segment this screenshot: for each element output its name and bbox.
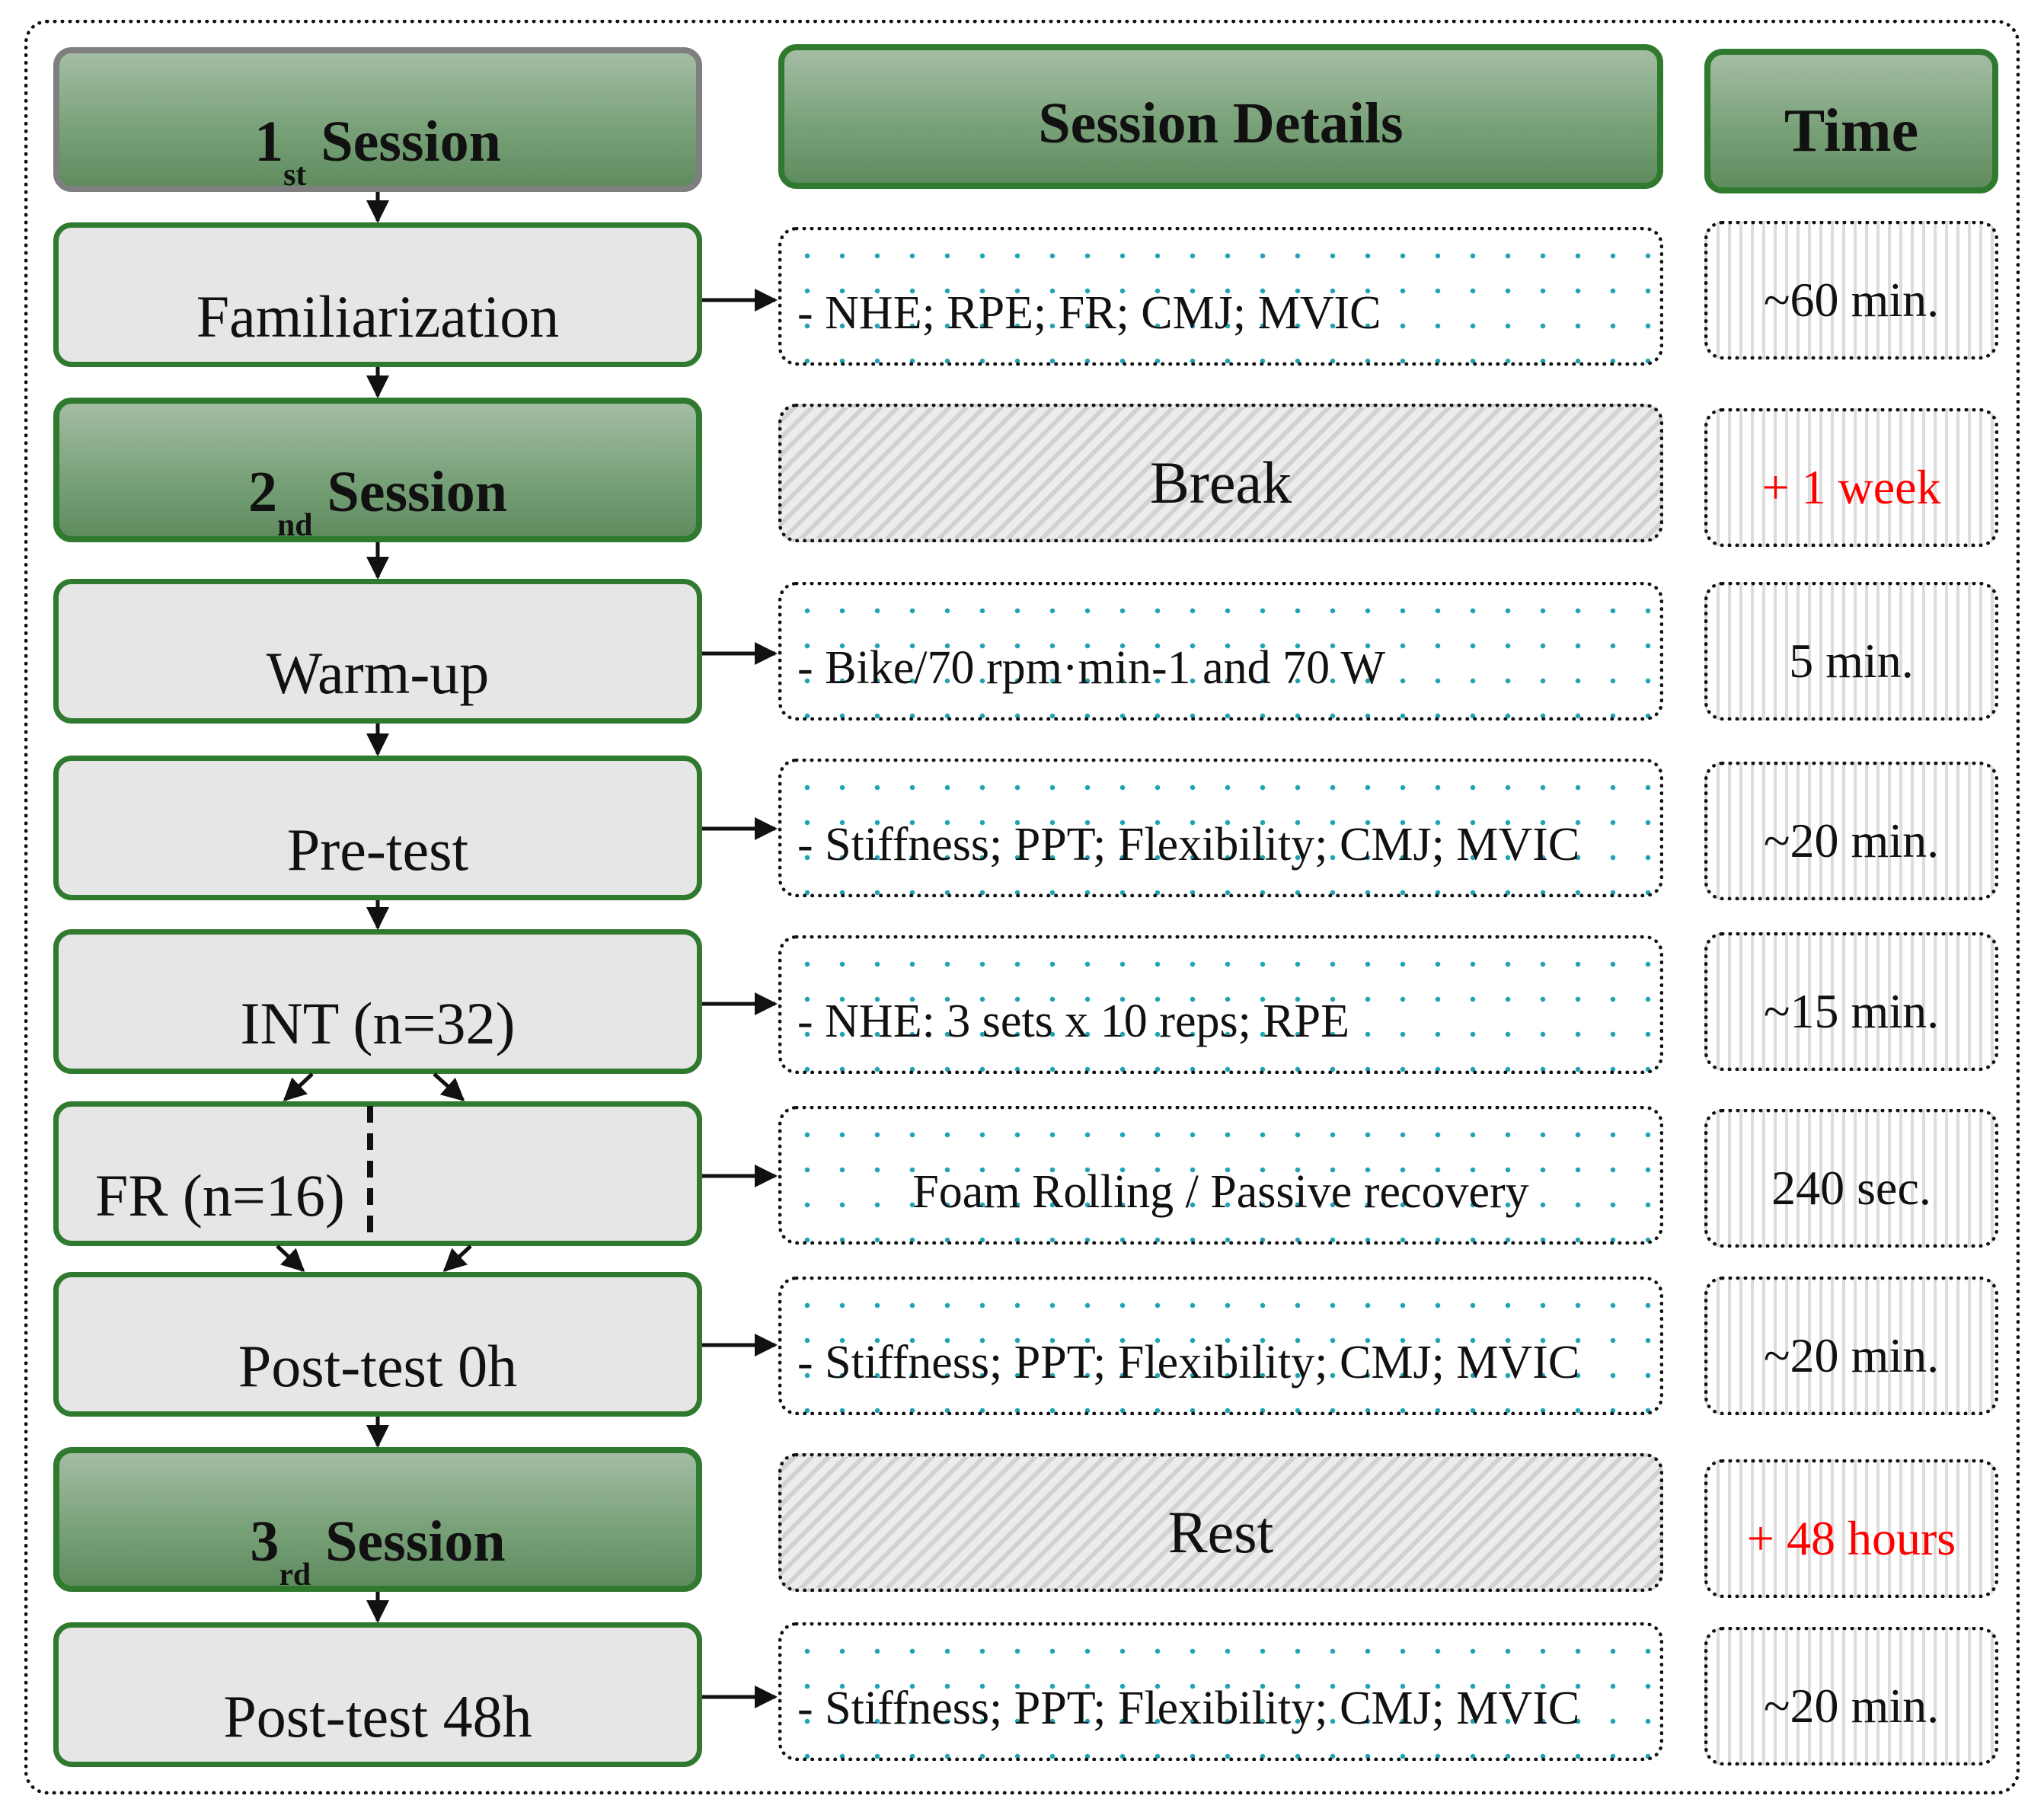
step-post-test-0h: Post-test 0h — [53, 1272, 702, 1417]
details-post-test-48h: - Stiffness; PPT; Flexibility; CMJ; MVIC — [778, 1622, 1663, 1761]
session-details-header-label: Session Details — [1038, 91, 1404, 155]
step-pretest: Pre-test — [53, 756, 702, 900]
step-post-test-0h-label: Post-test 0h — [238, 1333, 518, 1399]
time-familiarization: ~60 min. — [1704, 221, 1998, 359]
details-post-test-0h: - Stiffness; PPT; Flexibility; CMJ; MVIC — [778, 1277, 1663, 1415]
step-warmup: Warm-up — [53, 579, 702, 724]
time-fr-text: 240 sec. — [1771, 1161, 1931, 1215]
session-2-number: 2 — [248, 460, 277, 524]
details-warmup: - Bike/70 rpm·min-1 and 70 W — [778, 582, 1663, 721]
details-int: - NHE: 3 sets x 10 reps; RPE — [778, 935, 1663, 1074]
time-break-text: + 1 week — [1761, 460, 1941, 514]
step-pretest-label: Pre-test — [286, 816, 469, 883]
details-rest-text: Rest — [1167, 1499, 1274, 1565]
time-rest: + 48 hours — [1704, 1459, 1998, 1598]
details-rest: Rest — [778, 1453, 1663, 1592]
step-fr: FR (n=16) — [53, 1101, 702, 1246]
time-familiarization-text: ~60 min. — [1763, 273, 1940, 327]
details-fr: Foam Rolling / Passive recovery — [778, 1106, 1663, 1245]
time-post-test-0h-text: ~20 min. — [1763, 1328, 1940, 1382]
diagram-outer-border — [24, 20, 2020, 1794]
time-warmup: 5 min. — [1704, 582, 1998, 721]
details-fr-text: Foam Rolling / Passive recovery — [912, 1166, 1529, 1218]
time-rest-text: + 48 hours — [1746, 1511, 1956, 1565]
details-warmup-text: - Bike/70 rpm·min-1 and 70 W — [797, 642, 1386, 694]
time-pretest: ~20 min. — [1704, 762, 1998, 900]
time-post-test-48h: ~20 min. — [1704, 1627, 1998, 1765]
details-int-text: - NHE: 3 sets x 10 reps; RPE — [797, 995, 1350, 1047]
session-3-word: Session — [325, 1510, 506, 1574]
details-break-text: Break — [1149, 449, 1292, 516]
step-fr-label: FR (n=16) — [95, 1162, 345, 1229]
time-int: ~15 min. — [1704, 932, 1998, 1071]
session-1-number: 1 — [254, 110, 284, 174]
step-familiarization: Familiarization — [53, 222, 702, 367]
session-2-word: Session — [327, 460, 508, 524]
session-3-number: 3 — [250, 1510, 279, 1574]
details-familiarization: - NHE; RPE; FR; CMJ; MVIC — [778, 227, 1663, 366]
step-familiarization-label: Familiarization — [196, 283, 560, 350]
step-int-label: INT (n=32) — [240, 990, 516, 1056]
time-fr: 240 sec. — [1704, 1109, 1998, 1248]
details-break: Break — [778, 404, 1663, 542]
details-post-test-48h-text: - Stiffness; PPT; Flexibility; CMJ; MVIC — [797, 1682, 1580, 1734]
session-details-header: Session Details — [778, 44, 1663, 189]
step-int: INT (n=32) — [53, 929, 702, 1074]
step-post-test-48h-label: Post-test 48h — [223, 1683, 532, 1749]
time-int-text: ~15 min. — [1763, 984, 1940, 1038]
details-pretest: - Stiffness; PPT; Flexibility; CMJ; MVIC — [778, 759, 1663, 897]
time-pretest-text: ~20 min. — [1763, 813, 1940, 868]
details-pretest-text: - Stiffness; PPT; Flexibility; CMJ; MVIC — [797, 819, 1580, 871]
time-post-test-0h: ~20 min. — [1704, 1277, 1998, 1415]
time-break: + 1 week — [1704, 408, 1998, 547]
step-post-test-48h: Post-test 48h — [53, 1622, 702, 1767]
time-warmup-text: 5 min. — [1789, 634, 1914, 688]
session-1-word: Session — [321, 110, 501, 174]
details-post-test-0h-text: - Stiffness; PPT; Flexibility; CMJ; MVIC — [797, 1337, 1580, 1388]
time-header-label: Time — [1784, 97, 1919, 165]
time-post-test-48h-text: ~20 min. — [1763, 1679, 1940, 1733]
time-header: Time — [1704, 49, 1998, 193]
step-warmup-label: Warm-up — [266, 640, 490, 706]
details-familiarization-text: - NHE; RPE; FR; CMJ; MVIC — [797, 287, 1381, 339]
